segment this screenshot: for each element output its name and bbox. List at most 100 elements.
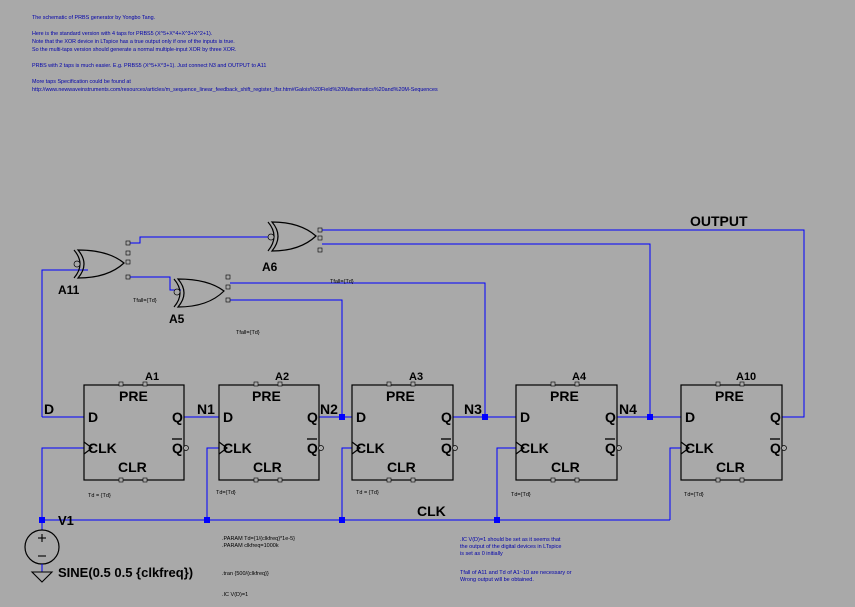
flipflop-a10[interactable] <box>680 384 787 481</box>
wire-a2-clk <box>206 447 219 520</box>
flipflop-a3-qbar: Q <box>441 440 452 456</box>
flipflop-a4-clr: CLR <box>551 459 580 475</box>
xor-gate-a5[interactable] <box>173 274 231 308</box>
note-line: Note that the XOR device in LTspice has … <box>32 39 235 45</box>
junction-n3 <box>482 414 488 420</box>
net-label-n3: N3 <box>464 401 482 417</box>
note-line: PRBS with 2 taps is much easier. E.g. PR… <box>32 63 267 69</box>
ground-icon <box>30 571 54 583</box>
flipflop-a10-name: A10 <box>736 371 756 383</box>
flipflop-pin-markers <box>118 381 745 483</box>
flipflop-a2-q: Q <box>307 409 318 425</box>
wire-v1-to-a1-clk <box>41 447 84 520</box>
wire-n2-tap <box>230 299 343 417</box>
directive-ic[interactable]: .IC V(D)=1 <box>222 592 248 598</box>
flipflop-a1-qbar: Q <box>172 440 183 456</box>
note-line: The schematic of PRBS generator by Yongb… <box>32 15 156 21</box>
flipflop-a4-name: A4 <box>572 371 587 383</box>
flipflop-a3-clk: CLK <box>356 440 385 456</box>
xor-gate-a5-name: A5 <box>169 312 185 326</box>
comment-block: .IC V(D)=1 should be set as it seems tha… <box>460 537 572 583</box>
xor-gate-a11-param: Tfall={Td} <box>133 298 157 304</box>
flipflop-a1-labels: A1 PRE D Q Q CLK CLR Td = {Td} <box>88 371 183 499</box>
flipflop-a10-param: Td={Td} <box>684 492 704 498</box>
flipflop-a1-clr: CLR <box>118 459 147 475</box>
flipflop-a4-qbar: Q <box>605 440 616 456</box>
net-label-n2: N2 <box>320 401 338 417</box>
flipflop-a10-d: D <box>685 409 695 425</box>
flipflop-a10-clk: CLK <box>685 440 714 456</box>
flipflop-a1-d: D <box>88 409 98 425</box>
wire-n3-tap <box>230 282 486 417</box>
flipflop-a10-clr: CLR <box>716 459 745 475</box>
flipflop-a1[interactable] <box>83 384 189 481</box>
xor-gate-a5-param: Tfall={Td} <box>236 330 260 336</box>
flipflop-a1-clk: CLK <box>88 440 117 456</box>
net-label-n1: N1 <box>197 401 215 417</box>
flipflop-a2-clk: CLK <box>223 440 252 456</box>
directive-param-clkfreq[interactable]: .PARAM clkfreq=1000k <box>222 543 279 549</box>
flipflop-a1-name: A1 <box>145 371 159 383</box>
flipflop-a4-labels: A4 PRE D Q Q CLK CLR Td={Td} <box>511 371 616 498</box>
xor-gate-a6[interactable] <box>267 221 323 253</box>
wire-a6-to-a11 <box>130 236 272 244</box>
flipflop-a2-clr: CLR <box>253 459 282 475</box>
net-label-n4: N4 <box>619 401 637 417</box>
flipflop-a2-labels: A2 PRE D Q Q CLK CLR Td={Td} <box>216 371 318 496</box>
wire-a10-clk <box>669 447 681 520</box>
directive-param-td[interactable]: .PARAM Td={1/{clkfreq}*1e-5} <box>222 536 295 542</box>
flipflop-a3-name: A3 <box>409 371 423 383</box>
wire-d-feedback <box>41 269 88 417</box>
flipflop-a1-pre: PRE <box>119 388 148 404</box>
wire-output <box>322 229 805 418</box>
flipflop-a10-labels: A10 PRE D Q Q CLK CLR Td={Td} <box>684 371 781 498</box>
directive-tran[interactable]: .tran {500/{clkfreq}} <box>222 571 269 577</box>
junction-n4 <box>647 414 653 420</box>
junction-a4-clk <box>494 517 500 523</box>
net-label-clk: CLK <box>417 503 446 519</box>
junctions <box>39 414 653 523</box>
net-label-output: OUTPUT <box>690 213 748 229</box>
flipflop-a10-qbar: Q <box>770 440 781 456</box>
wire-a5-to-a11 <box>130 276 181 291</box>
junction-a3-clk <box>339 517 345 523</box>
note-line: Here is the standard version with 4 taps… <box>32 31 213 37</box>
comment-line-5: Tfall of A11 and Td of A1~10 are necessa… <box>460 570 572 576</box>
flipflop-a4-q: Q <box>605 409 616 425</box>
flipflop-a1-param: Td = {Td} <box>88 493 111 499</box>
flipflop-a2-qbar: Q <box>307 440 318 456</box>
comment-line-1: .IC V(D)=1 should be set as it seems tha… <box>460 537 561 543</box>
comment-line-2: the output of the digital devices in LTs… <box>460 544 561 550</box>
net-label-d: D <box>44 401 54 417</box>
flipflop-a4-pre: PRE <box>550 388 579 404</box>
note-line[interactable]: http://www.newwaveinstruments.com/resour… <box>32 87 438 93</box>
wire-a4-clk <box>496 447 516 520</box>
flipflop-a4-clk: CLK <box>520 440 549 456</box>
junction-v1-clk <box>39 517 45 523</box>
comment-line-3: is set as 0 initially <box>460 551 503 557</box>
flipflop-a3[interactable] <box>351 384 458 481</box>
flipflop-a10-q: Q <box>770 409 781 425</box>
schematic-notes: The schematic of PRBS generator by Yongb… <box>32 14 832 94</box>
flipflop-a10-pre: PRE <box>715 388 744 404</box>
flipflop-a4-d: D <box>520 409 530 425</box>
wire-a3-clk <box>341 447 352 520</box>
flipflop-a2-pre: PRE <box>252 388 281 404</box>
flipflop-a2[interactable] <box>218 384 324 481</box>
flipflop-a3-d: D <box>356 409 366 425</box>
xor-gate-a6-param: Tfall={Td} <box>330 279 354 285</box>
xor-gate-a11-name: A11 <box>58 283 80 297</box>
junction-a2-clk <box>204 517 210 523</box>
note-line: So the multi-taps version should generat… <box>32 47 237 53</box>
flipflop-a4[interactable] <box>515 384 622 481</box>
junction-n2 <box>339 414 345 420</box>
voltage-source-v1[interactable] <box>24 529 60 565</box>
flipflop-a3-labels: A3 PRE D Q Q CLK CLR Td = {Td} <box>356 371 452 496</box>
flipflop-a3-param: Td = {Td} <box>356 490 379 496</box>
note-line: More taps Specification could be found a… <box>32 79 131 85</box>
flipflop-a2-name: A2 <box>275 371 289 383</box>
flipflop-a3-pre: PRE <box>386 388 415 404</box>
flipflop-a3-clr: CLR <box>387 459 416 475</box>
xor-gate-a11[interactable] <box>73 240 131 280</box>
